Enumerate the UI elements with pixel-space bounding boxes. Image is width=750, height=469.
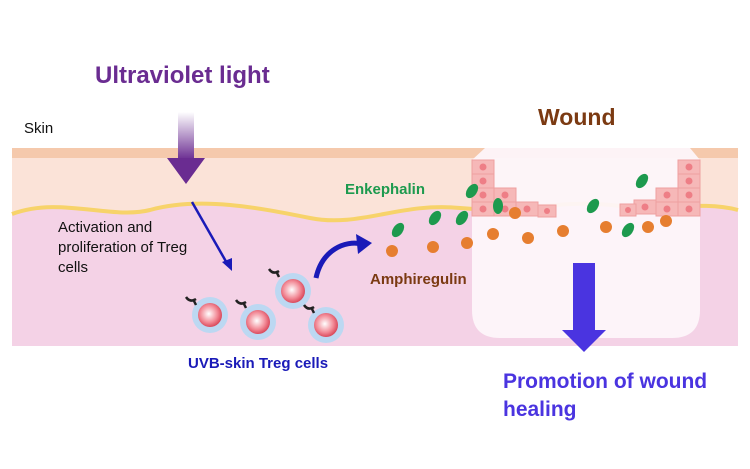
amphiregulin-molecules — [386, 207, 672, 257]
activation-arrow — [190, 201, 232, 271]
treg-cells — [184, 268, 344, 343]
keratinocyte-nuclei — [479, 163, 693, 214]
treg-cell — [267, 268, 311, 309]
amphiregulin-label: Amphiregulin — [370, 271, 467, 288]
enkephalin-label: Enkephalin — [345, 181, 426, 198]
wound-bed — [472, 148, 700, 338]
treg-cell — [234, 299, 276, 340]
enkephalin-molecules — [391, 173, 649, 238]
uv-arrow — [167, 112, 205, 184]
treg-cell — [302, 304, 344, 343]
activation-label: Activation and proliferation of Treg cel… — [58, 219, 188, 276]
wound-label: Wound — [538, 104, 616, 130]
skin-surface — [12, 148, 738, 158]
outcome-label: Promotion of wound healing — [503, 370, 708, 421]
uv-label: Ultraviolet light — [95, 62, 270, 89]
treg-cells-label: UVB-skin Treg cells — [188, 355, 329, 372]
outcome-arrow — [562, 263, 606, 352]
skin-label: Skin — [24, 120, 54, 137]
migration-arrow — [313, 234, 372, 279]
treg-cell — [184, 296, 228, 333]
